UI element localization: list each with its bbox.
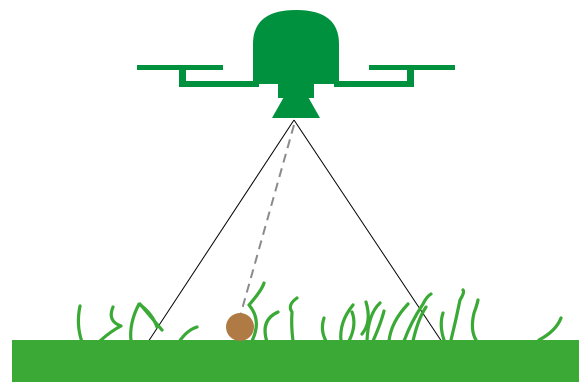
grass-blades <box>78 283 561 342</box>
camera-field-of-view <box>148 120 442 342</box>
drone-icon <box>137 10 455 118</box>
fov-left-edge <box>148 120 294 342</box>
ground-strip <box>12 340 579 382</box>
drone-left-arm <box>137 65 259 87</box>
drone-right-arm <box>334 65 455 87</box>
drone-body <box>253 10 339 84</box>
line-of-sight <box>239 125 294 320</box>
drone-camera-mount <box>272 95 320 118</box>
ball <box>226 313 254 341</box>
